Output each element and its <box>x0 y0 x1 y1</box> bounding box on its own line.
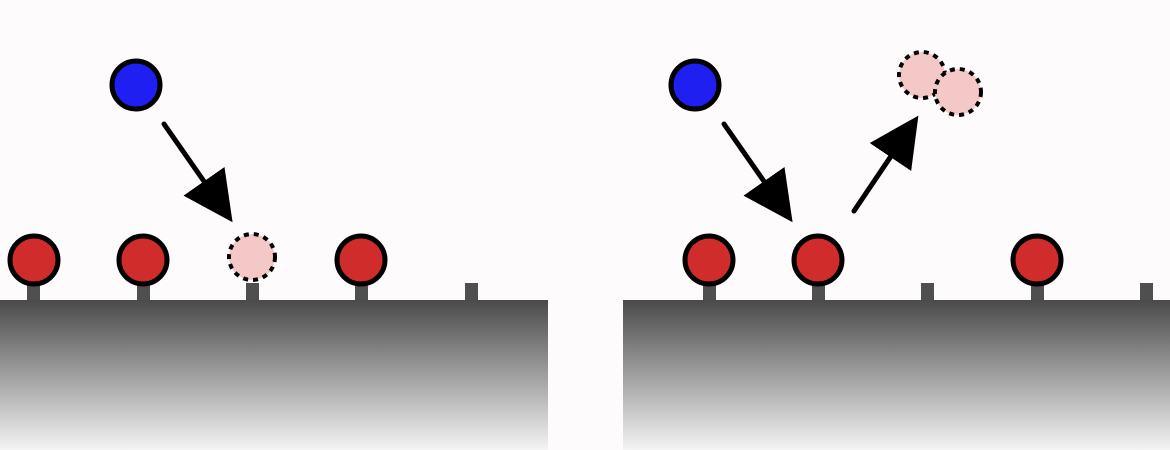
left-site-post-1 <box>27 283 40 300</box>
left-incoming-particle <box>109 58 163 112</box>
left-site-post-2 <box>137 283 150 300</box>
right-site-post-1 <box>703 283 716 300</box>
right-outgoing-arrow <box>851 115 919 214</box>
right-site-post-4 <box>1031 283 1044 300</box>
left-incoming-arrow <box>161 121 233 223</box>
right-incoming-particle <box>668 58 722 112</box>
right-site-post-5 <box>1140 283 1153 300</box>
left-site-post-3 <box>246 283 259 300</box>
right-panel <box>623 50 1170 450</box>
right-surface-atom-2 <box>791 233 845 287</box>
left-panel <box>0 58 548 450</box>
right-surface-atom-4 <box>1010 233 1064 287</box>
left-surface-atom-2 <box>116 233 170 287</box>
left-removed-atom <box>227 232 277 282</box>
right-incoming-arrow <box>721 121 793 223</box>
left-substrate <box>0 300 548 450</box>
left-site-post-4 <box>355 283 368 300</box>
right-ejected-atom-2 <box>933 67 983 117</box>
left-site-post-5 <box>465 283 478 300</box>
left-surface-atom-4 <box>334 233 388 287</box>
right-surface-atom-1 <box>682 233 736 287</box>
left-surface-atom-1 <box>7 233 61 287</box>
right-substrate <box>623 300 1170 450</box>
right-site-post-3 <box>921 283 934 300</box>
right-site-post-2 <box>812 283 825 300</box>
